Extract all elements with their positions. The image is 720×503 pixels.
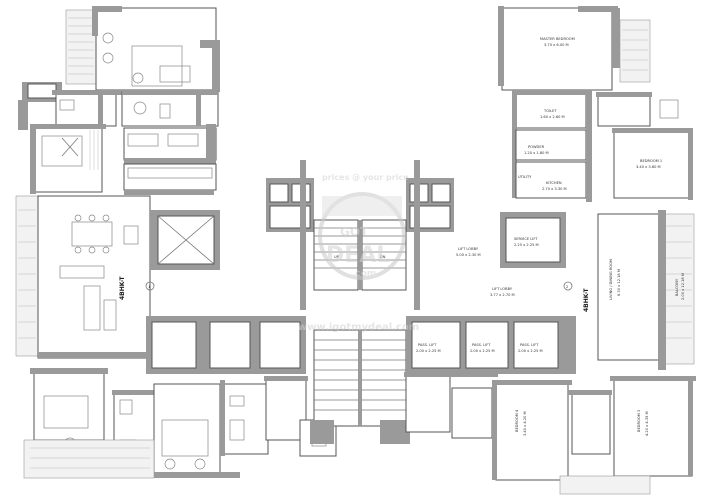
toilet-right — [515, 91, 587, 129]
bed-icon — [41, 135, 83, 167]
shaft-right — [431, 183, 451, 203]
shaft-left — [269, 183, 289, 203]
living-dining-right — [597, 213, 665, 361]
bedroom4-label: BEDROOM 4 — [515, 409, 519, 432]
watermark-brand-top: GOT — [340, 225, 369, 239]
kitchen-left — [123, 127, 217, 161]
bed-icon — [161, 419, 209, 457]
watermark-url: www.igotmydeal.com — [298, 322, 419, 333]
balcony-left — [15, 195, 39, 357]
lift-lobby2-size: 3.77 x 2.70 M — [490, 293, 515, 297]
powder-right — [515, 129, 587, 161]
tower-label-left: 4BHK-T — [119, 275, 126, 300]
bedroom1-label: BEDROOM 1 — [640, 159, 662, 163]
pass-lift-right-2 — [465, 321, 509, 369]
lift-lobby-size: 5.00 x 2.30 M — [456, 253, 481, 257]
pass-lift-left-1 — [151, 321, 197, 369]
lift-lobby-label: LIFT LOBBY — [458, 247, 479, 251]
toilet-size: 1.60 x 2.60 M — [540, 115, 565, 119]
pass-lift-right-3 — [513, 321, 559, 369]
kitchen-label: KITCHEN — [546, 181, 562, 185]
powder-size: 1.20 x 1.80 M — [524, 151, 549, 155]
bed-icon — [43, 395, 89, 429]
tower-number-left: 1 — [148, 285, 150, 289]
toilet-right-2 — [597, 95, 651, 127]
watermark-brand-suffix: .com — [352, 269, 376, 279]
sofa-icon — [59, 265, 105, 279]
toilet-label: TOILET — [543, 109, 557, 113]
watermark: GOT DEAL .com prices @ your price www.ig… — [298, 173, 419, 333]
balcony-right — [663, 213, 695, 365]
stair-up-label: UP — [334, 255, 340, 259]
bedroom3-size: 4.20 x 4.35 M — [645, 411, 649, 436]
balcony-label: BALCONY — [675, 278, 679, 296]
balcony-size: 2.00 x 12.18 M — [681, 273, 685, 300]
pass-lift-right-1 — [411, 321, 461, 369]
master-bedroom-size: 3.70 x 6.00 M — [544, 43, 569, 47]
living-size: 6.30 x 12.18 M — [617, 269, 621, 296]
tower-label-right: 4BHK-T — [583, 287, 590, 312]
terrace-left-top — [65, 9, 97, 85]
powder-label: POWDER — [528, 145, 545, 149]
dining-table-icon — [71, 221, 113, 247]
pass-lift-size-3: 2.00 x 2.25 M — [518, 349, 543, 353]
pass-lift-label-2: PASS. LIFT — [472, 343, 491, 347]
living-label: LIVING / DINING ROOM — [609, 259, 613, 300]
master-bedroom-label: MASTER BEDROOM — [540, 37, 575, 41]
stair-dn-label: DN — [380, 255, 386, 259]
bedroom-4 — [495, 383, 569, 481]
tower-number-right: 2 — [566, 285, 568, 289]
bedroom-1-right — [613, 131, 691, 199]
pass-lift-size-1: 2.00 x 2.25 M — [416, 349, 441, 353]
pass-lift-label-1: PASS. LIFT — [418, 343, 437, 347]
service-lift-right — [505, 217, 561, 263]
toilet-left-1 — [55, 91, 117, 127]
bedroom-3 — [613, 379, 693, 477]
watermark-brand-main: DEAL — [326, 243, 390, 268]
master-bedroom-left — [95, 7, 217, 91]
terrace-right-top — [619, 19, 651, 83]
pass-lift-left-3 — [259, 321, 301, 369]
service-lift-label: SERVICE LIFT — [514, 237, 538, 241]
watermark-tagline: prices @ your price — [322, 173, 409, 182]
bedroom-left-bottom — [33, 371, 105, 441]
master-bedroom-left-bottom — [153, 383, 221, 477]
pass-lift-left-2 — [209, 321, 251, 369]
bedroom3-label: BEDROOM 3 — [637, 410, 641, 432]
kitchen-size: 2.70 x 3.30 M — [542, 187, 567, 191]
service-lift-size: 2.25 x 2.25 M — [514, 243, 539, 247]
kitchen-right — [515, 161, 587, 199]
bedroom1-size: 3.40 x 3.60 M — [636, 165, 661, 169]
living-dining-left — [37, 195, 151, 359]
master-bedroom-right — [501, 7, 613, 91]
pass-lift-size-2: 2.00 x 2.25 M — [470, 349, 495, 353]
bedroom4-size: 3.40 x 4.20 M — [523, 411, 527, 436]
lift-lobby2-label: LIFT LOBBY — [492, 287, 513, 291]
utility-label: UTILITY — [518, 175, 532, 179]
pass-lift-label-3: PASS. LIFT — [520, 343, 539, 347]
